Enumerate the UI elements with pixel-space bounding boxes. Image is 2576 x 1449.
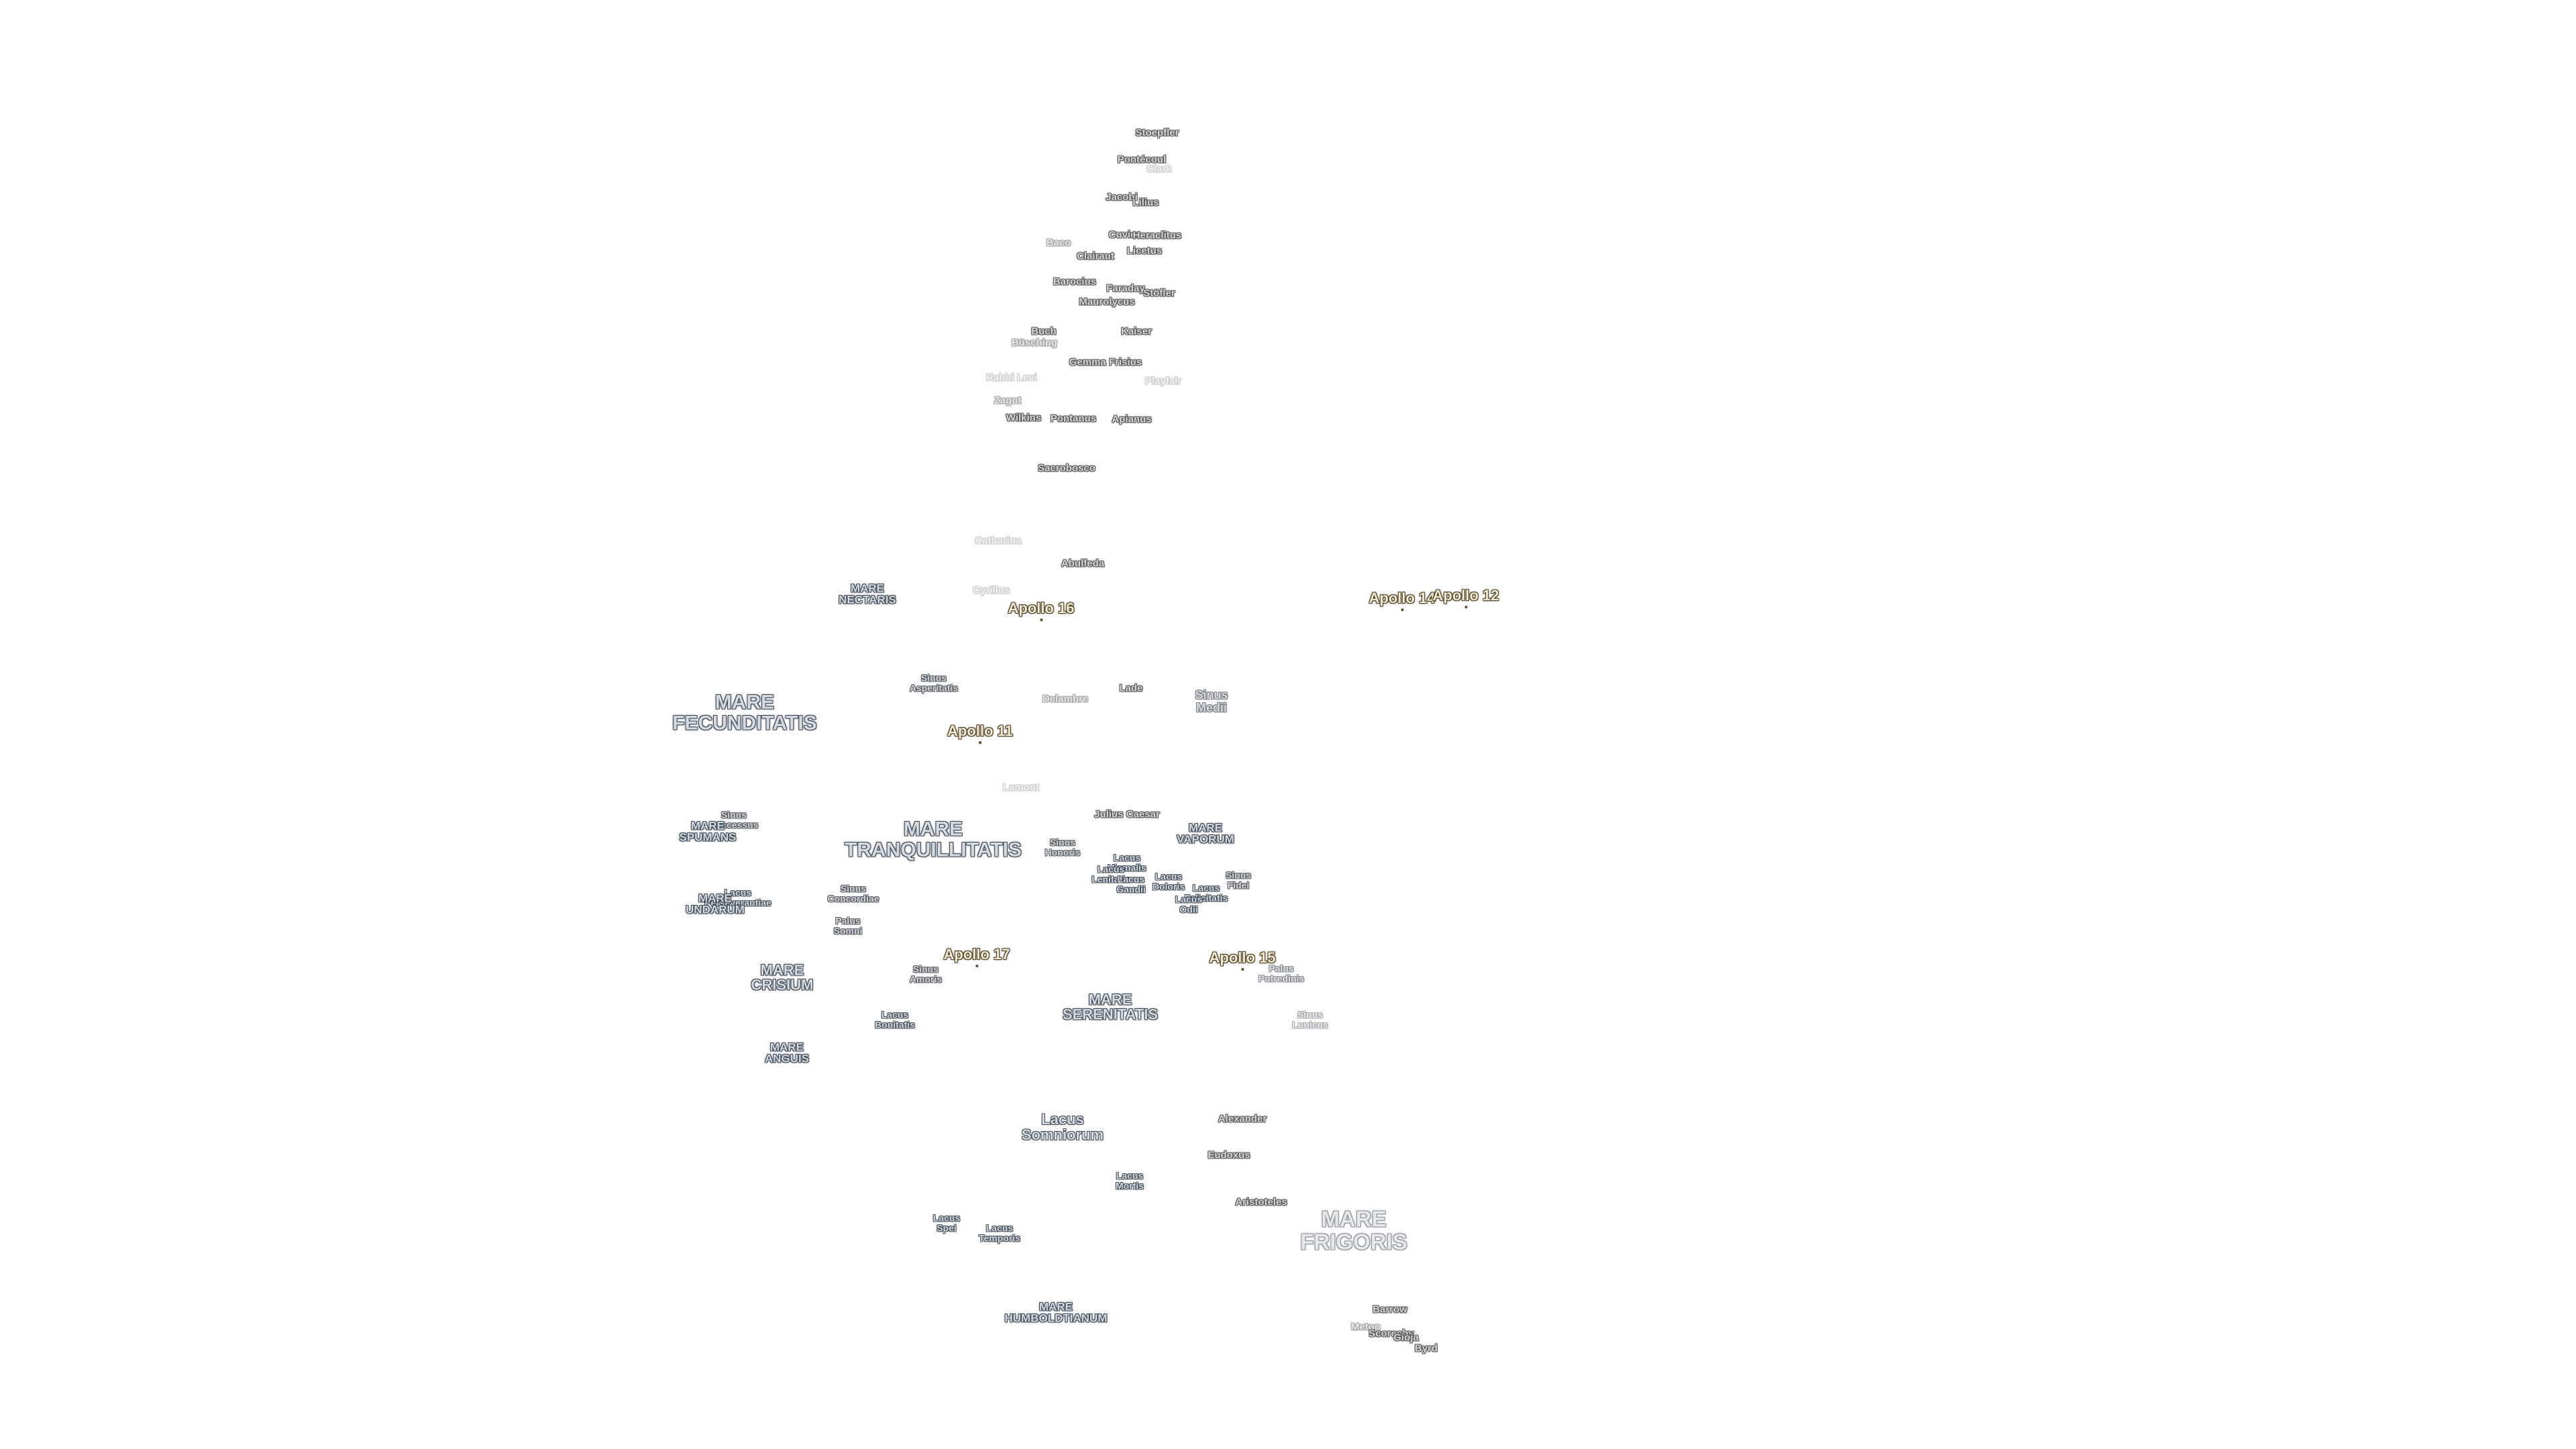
map-label-crater-maurolycus[interactable]: Maurolycus bbox=[1079, 296, 1135, 308]
map-label-mare-crisium[interactable]: MARE CRISIUM bbox=[751, 961, 814, 994]
map-label-sinus-asperitatis[interactable]: Sinus Asperitatis bbox=[909, 672, 959, 693]
map-label-crater-jacobi[interactable]: Jacobi bbox=[1106, 191, 1138, 203]
map-label-crater-delambre[interactable]: Delambre bbox=[1042, 693, 1089, 705]
map-label-lacus-felicitatis[interactable]: Lacus Felicitatis bbox=[1184, 882, 1228, 903]
map-label-mare-anguis[interactable]: MARE ANGUIS bbox=[764, 1040, 810, 1065]
map-label-crater-cuvier[interactable]: Cuvier bbox=[1108, 229, 1140, 241]
map-label-crater-kaiser[interactable]: Kaiser bbox=[1121, 325, 1152, 337]
map-label-apollo-17[interactable]: Apollo 17 bbox=[943, 946, 1010, 967]
map-label-crater-gioja[interactable]: Gioja bbox=[1393, 1332, 1419, 1344]
map-label-sinus-honoris[interactable]: Sinus Honoris bbox=[1044, 837, 1081, 857]
map-label-crater-alexander[interactable]: Alexander bbox=[1218, 1113, 1267, 1125]
map-label-crater-sacrobosco[interactable]: Sacrobosco bbox=[1038, 462, 1095, 474]
map-label-sinus-fidei[interactable]: Sinus Fidei bbox=[1225, 869, 1252, 890]
map-label-crater-buch[interactable]: Buch bbox=[1031, 325, 1057, 337]
map-label-crater-meton[interactable]: Meton bbox=[1350, 1321, 1381, 1333]
map-label-crater-julius-caesar[interactable]: Julius Caesar bbox=[1094, 808, 1160, 820]
map-label-crater-wilkins[interactable]: Wilkins bbox=[1006, 412, 1042, 424]
map-label-crater-barocius[interactable]: Barocius bbox=[1053, 276, 1097, 288]
map-label-crater-gemma-frisius[interactable]: Gemma Frisius bbox=[1069, 356, 1142, 368]
map-label-crater-eudoxus[interactable]: Eudoxus bbox=[1208, 1149, 1250, 1161]
map-label-crater-pontanus[interactable]: Pontanus bbox=[1050, 413, 1097, 425]
map-label-lacus-odii[interactable]: Lacus Odii bbox=[1175, 894, 1203, 914]
map-label-crater-baco[interactable]: Baco bbox=[1046, 237, 1071, 249]
map-label-sinus-amoris[interactable]: Sinus Amoris bbox=[909, 963, 943, 984]
map-label-mare-spumans[interactable]: MARE SPUMANS bbox=[679, 819, 737, 844]
map-label-apollo-11[interactable]: Apollo 11 bbox=[947, 722, 1013, 744]
map-label-crater-heraclitus[interactable]: Heraclitus bbox=[1132, 229, 1182, 241]
map-label-mare-undarum[interactable]: MARE UNDARUM bbox=[686, 892, 745, 916]
map-label-crater-lade[interactable]: Lade bbox=[1119, 682, 1143, 694]
map-label-mare-frigoris[interactable]: MARE FRIGORIS bbox=[1300, 1206, 1407, 1254]
map-label-lacus-temporis[interactable]: Lacus Temporis bbox=[979, 1222, 1020, 1243]
map-label-apollo-12[interactable]: Apollo 12 bbox=[1432, 587, 1499, 608]
map-label-crater-lilius[interactable]: Lilius bbox=[1132, 197, 1159, 209]
map-label-lacus-doloris[interactable]: Lacus Doloris bbox=[1152, 871, 1185, 892]
map-label-crater-rabbi-levi[interactable]: Rabbi Levi bbox=[986, 372, 1037, 384]
map-label-mare-humboldtianum[interactable]: MARE HUMBOLDTIANUM bbox=[1004, 1300, 1108, 1325]
map-label-lacus-spei[interactable]: Lacus Spei bbox=[932, 1212, 961, 1233]
map-label-sinus-medii[interactable]: Sinus Medii bbox=[1195, 688, 1228, 714]
map-label-crater-byrd[interactable]: Byrd bbox=[1414, 1342, 1438, 1354]
map-label-crater-pontecoul[interactable]: Pontécoul bbox=[1117, 154, 1167, 166]
map-label-lacus-gaudii[interactable]: Lacus Gaudii bbox=[1116, 873, 1146, 894]
map-label-apollo-16[interactable]: Apollo 16 bbox=[1008, 600, 1075, 621]
map-label-sinus-lunicus[interactable]: Sinus Lunicus bbox=[1292, 1009, 1328, 1030]
map-label-mare-nectaris[interactable]: MARE NECTARIS bbox=[839, 582, 896, 606]
map-label-crater-apianus[interactable]: Apianus bbox=[1112, 413, 1152, 425]
map-label-crater-barrow[interactable]: Barrow bbox=[1373, 1303, 1407, 1316]
map-label-sinus-concordiae[interactable]: Sinus Concordiae bbox=[827, 883, 879, 904]
map-label-crater-catharina[interactable]: Catharina bbox=[975, 535, 1022, 547]
map-label-crater-stoepfler[interactable]: Stoepfler bbox=[1135, 127, 1179, 139]
map-label-mare-tranquillitatis[interactable]: MARE TRANQUILLITATIS bbox=[845, 818, 1022, 861]
map-label-crater-licetus[interactable]: Licetus bbox=[1126, 245, 1163, 257]
map-label-apollo-14[interactable]: Apollo 14 bbox=[1368, 590, 1436, 611]
map-label-crater-playfair-faint[interactable]: Playfair bbox=[1144, 375, 1182, 387]
map-label-crater-faraday[interactable]: Faraday bbox=[1106, 282, 1145, 294]
map-label-lacus-hiemalis[interactable]: Lacus Hiemalis bbox=[1108, 852, 1146, 873]
map-label-mare-fecunditatis[interactable]: MARE FECUNDITATIS bbox=[672, 691, 817, 734]
map-label-sinus-successus[interactable]: Sinus Successus bbox=[709, 809, 759, 830]
map-label-crater-abulfeda[interactable]: Abulfeda bbox=[1061, 557, 1105, 570]
map-label-apollo-15[interactable]: Apollo 15 bbox=[1209, 949, 1276, 971]
map-label-lacus-bonitatis[interactable]: Lacus Bonitatis bbox=[875, 1009, 915, 1030]
map-label-lacus-perseverantiae[interactable]: Lacus Perseverantiae bbox=[704, 887, 771, 908]
map-label-crater-clairaut[interactable]: Clairaut bbox=[1077, 250, 1114, 262]
map-label-lacus-mortis[interactable]: Lacus Mortis bbox=[1116, 1170, 1144, 1191]
map-label-crater-busching[interactable]: Büsching bbox=[1011, 337, 1058, 349]
map-label-crater-aristoteles[interactable]: Aristoteles bbox=[1235, 1196, 1287, 1208]
map-label-lacus-lenitatis[interactable]: Lacus Lenitatis bbox=[1091, 863, 1130, 884]
map-label-crater-clarke-faint[interactable]: Clark bbox=[1146, 163, 1172, 175]
map-label-crater-zagut[interactable]: Zagut bbox=[994, 394, 1022, 407]
map-label-mare-vaporum[interactable]: MARE VAPORUM bbox=[1177, 821, 1234, 846]
map-label-crater-cyrillus[interactable]: Cyrillus bbox=[973, 584, 1010, 596]
map-label-lacus-somniorum[interactable]: Lacus Somniorum bbox=[1021, 1110, 1104, 1143]
map-label-crater-stoefler[interactable]: Stöfler bbox=[1143, 287, 1175, 299]
map-label-palus-putredinis[interactable]: Palus Putredinis bbox=[1258, 963, 1305, 983]
map-label-palus-somni[interactable]: Palus Somni bbox=[833, 915, 863, 936]
map-label-crater-lamont[interactable]: Lamont bbox=[1002, 782, 1040, 794]
map-label-crater-scoresby[interactable]: Scoresby bbox=[1368, 1328, 1414, 1340]
map-label-mare-serenitatis[interactable]: MARE SERENITATIS bbox=[1062, 991, 1159, 1023]
